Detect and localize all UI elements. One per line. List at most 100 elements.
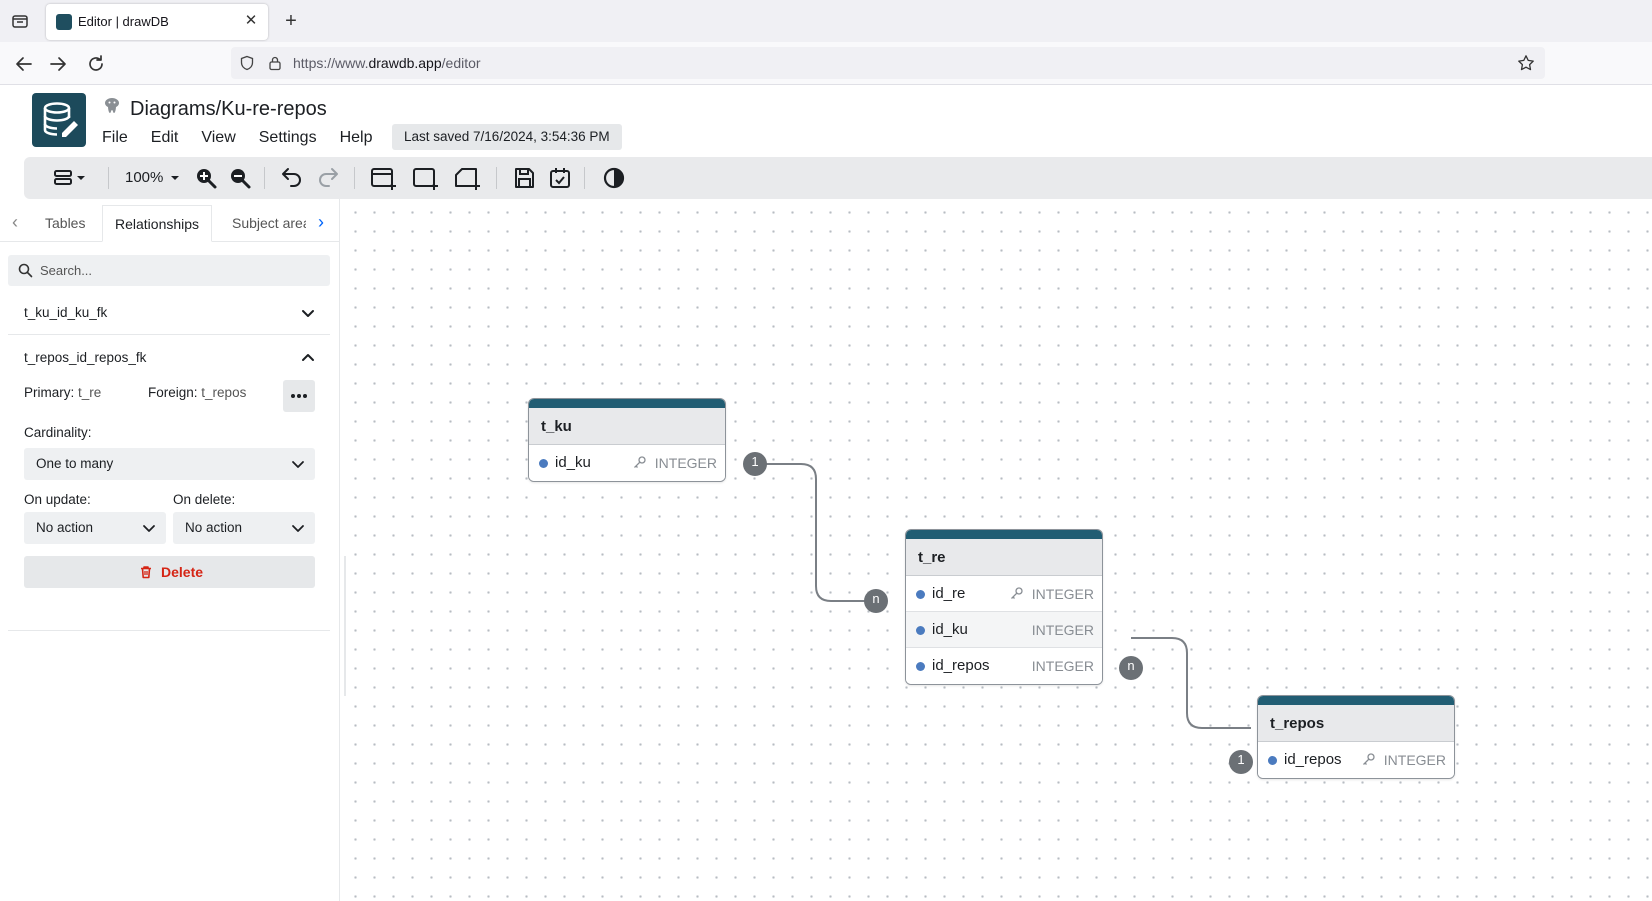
save-icon[interactable] bbox=[512, 166, 536, 190]
foreign-table-field: Foreign: t_repos bbox=[148, 385, 246, 400]
relationship-line-ku-re[interactable] bbox=[755, 463, 876, 602]
search-input[interactable] bbox=[40, 255, 320, 286]
search-box[interactable] bbox=[8, 255, 330, 286]
drawdb-logo-icon[interactable] bbox=[32, 93, 86, 147]
table-column-row[interactable]: id_repos INTEGER bbox=[1258, 742, 1454, 778]
cardinality-select[interactable]: One to many bbox=[24, 448, 315, 480]
browser-tab[interactable]: Editor | drawDB ✕ bbox=[46, 4, 268, 40]
chevron-up-icon[interactable] bbox=[300, 350, 316, 366]
add-note-icon[interactable] bbox=[454, 166, 482, 190]
on-update-select[interactable]: No action bbox=[24, 512, 166, 544]
table-t-repos[interactable]: t_repos id_repos INTEGER bbox=[1257, 695, 1455, 779]
lock-icon[interactable] bbox=[267, 55, 283, 71]
cardinality-badge-one: 1 bbox=[1229, 750, 1253, 774]
undo-icon[interactable] bbox=[280, 166, 304, 190]
table-name[interactable]: t_re bbox=[906, 539, 1102, 576]
table-t-ku[interactable]: t_ku id_ku INTEGER bbox=[528, 398, 726, 482]
back-icon[interactable] bbox=[12, 52, 36, 76]
tab-scroll-left-icon[interactable]: ‹ bbox=[12, 212, 18, 232]
shield-icon[interactable] bbox=[239, 55, 255, 71]
relationship-header[interactable]: t_repos_id_repos_fk bbox=[8, 336, 330, 380]
column-dot-icon[interactable] bbox=[916, 590, 925, 599]
close-tab-icon[interactable]: ✕ bbox=[244, 12, 258, 29]
toolbar-divider bbox=[354, 167, 355, 189]
relationship-name: t_ku_id_ku_fk bbox=[24, 305, 108, 320]
todo-calendar-icon[interactable] bbox=[548, 166, 572, 190]
column-type: INTEGER bbox=[654, 455, 717, 471]
redo-icon[interactable] bbox=[316, 166, 340, 190]
diagram-canvas[interactable]: t_ku id_ku INTEGER t_re id_re INTEGER id… bbox=[341, 199, 1652, 901]
table-t-re[interactable]: t_re id_re INTEGER id_ku INTEGER id_repo… bbox=[905, 529, 1103, 685]
column-dot-icon[interactable] bbox=[916, 662, 925, 671]
relationship-line-re-repos[interactable] bbox=[1131, 637, 1251, 729]
column-type: INTEGER bbox=[1383, 752, 1446, 768]
relationship-item-expanded: t_repos_id_repos_fk bbox=[8, 336, 330, 776]
menu-file[interactable]: File bbox=[102, 129, 128, 146]
menu-help[interactable]: Help bbox=[339, 129, 373, 146]
browser-tab-title: Editor | drawDB bbox=[78, 14, 169, 29]
layout-menu-button[interactable] bbox=[52, 166, 88, 190]
column-dot-icon[interactable] bbox=[1268, 756, 1277, 765]
table-column-row[interactable]: id_repos INTEGER bbox=[906, 648, 1102, 684]
tab-subject-area[interactable]: Subject area bbox=[232, 215, 306, 231]
tab-tables[interactable]: Tables bbox=[45, 215, 86, 231]
relationship-lines bbox=[755, 463, 1251, 729]
primary-key-icon bbox=[1011, 587, 1023, 599]
theme-toggle-icon[interactable] bbox=[602, 166, 626, 190]
menu-settings[interactable]: Settings bbox=[258, 129, 317, 146]
on-delete-select[interactable]: No action bbox=[173, 512, 315, 544]
drawdb-favicon-icon bbox=[56, 14, 72, 30]
menu-edit[interactable]: Edit bbox=[150, 129, 179, 146]
table-column-row[interactable]: id_ku INTEGER bbox=[529, 445, 725, 481]
diagram-title[interactable]: Diagrams/Ku-re-repos bbox=[130, 98, 327, 120]
relationship-header[interactable]: t_ku_id_ku_fk bbox=[8, 291, 330, 335]
cardinality-badge-many: n bbox=[1119, 656, 1143, 680]
url-bar[interactable]: https://www.drawdb.app/editor bbox=[231, 47, 1545, 79]
on-delete-value: No action bbox=[185, 520, 243, 535]
add-area-icon[interactable] bbox=[412, 166, 440, 190]
menu-view[interactable]: View bbox=[201, 129, 236, 146]
on-update-label: On update: bbox=[24, 492, 91, 507]
more-options-button[interactable] bbox=[283, 380, 315, 412]
table-name[interactable]: t_ku bbox=[529, 408, 725, 445]
sidebar-resize-handle[interactable] bbox=[344, 556, 346, 696]
column-dot-icon[interactable] bbox=[916, 626, 925, 635]
chevron-down-icon bbox=[291, 457, 305, 471]
last-saved-badge: Last saved 7/16/2024, 3:54:36 PM bbox=[392, 124, 622, 150]
relationship-item[interactable]: t_ku_id_ku_fk bbox=[8, 291, 330, 335]
reload-icon[interactable] bbox=[84, 52, 108, 76]
chevron-down-icon[interactable] bbox=[300, 305, 316, 321]
chevron-down-icon bbox=[142, 521, 156, 535]
app-header: Diagrams/Ku-re-repos File Edit View Sett… bbox=[0, 85, 1652, 155]
tab-list-icon[interactable] bbox=[10, 11, 30, 31]
tab-scroll-right-icon[interactable]: › bbox=[318, 212, 324, 232]
trash-icon bbox=[139, 565, 153, 579]
primary-label: Primary: bbox=[24, 385, 75, 400]
new-tab-icon[interactable]: + bbox=[285, 10, 297, 32]
url-text[interactable]: https://www.drawdb.app/editor bbox=[293, 55, 481, 71]
table-column-row[interactable]: id_re INTEGER bbox=[906, 576, 1102, 612]
column-type: INTEGER bbox=[1031, 658, 1094, 674]
zoom-in-icon[interactable] bbox=[194, 166, 218, 190]
primary-key-icon bbox=[1363, 753, 1375, 765]
table-name[interactable]: t_repos bbox=[1258, 705, 1454, 742]
forward-icon[interactable] bbox=[46, 52, 70, 76]
relationship-name: t_repos_id_repos_fk bbox=[24, 350, 147, 365]
tab-relationships[interactable]: Relationships bbox=[102, 205, 213, 242]
zoom-dropdown[interactable]: 100% bbox=[125, 166, 181, 190]
primary-table-field: Primary: t_re bbox=[24, 385, 101, 400]
column-name: id_ku bbox=[555, 454, 591, 471]
zoom-out-icon[interactable] bbox=[228, 166, 252, 190]
chevron-down-icon bbox=[291, 521, 305, 535]
add-table-icon[interactable] bbox=[370, 166, 398, 190]
zoom-level: 100% bbox=[125, 169, 164, 186]
sidebar: ‹ Tables Relationships Subject area › t_… bbox=[0, 199, 340, 901]
bookmark-star-icon[interactable] bbox=[1517, 54, 1535, 72]
delete-label: Delete bbox=[161, 564, 204, 580]
table-color-bar bbox=[1258, 696, 1454, 705]
column-dot-icon[interactable] bbox=[539, 459, 548, 468]
delete-relationship-button[interactable]: Delete bbox=[24, 556, 315, 588]
menu-bar: File Edit View Settings Help bbox=[102, 129, 395, 147]
toolbar-divider bbox=[496, 167, 497, 189]
table-column-row[interactable]: id_ku INTEGER bbox=[906, 612, 1102, 648]
